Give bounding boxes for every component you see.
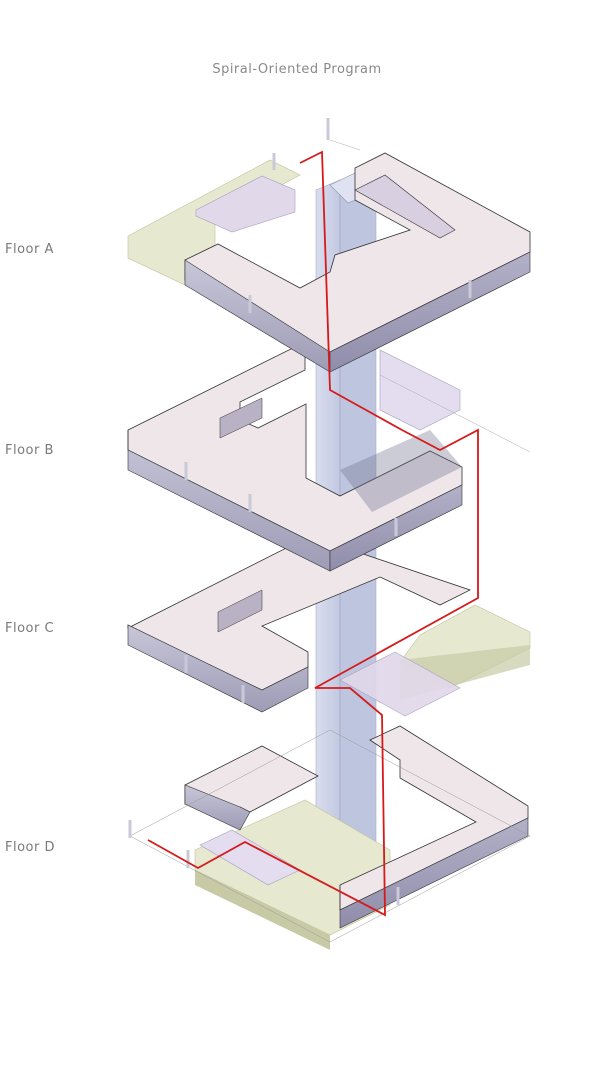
- floor-label-b: Floor B: [5, 443, 54, 458]
- floor-a-slab: [127, 118, 531, 373]
- floor-label-a: Floor A: [5, 242, 54, 257]
- floor-c-slab: [127, 535, 531, 717]
- floor-b-slab: [127, 341, 463, 572]
- diagram-title: Spiral-Oriented Program: [212, 62, 382, 77]
- floor-label-c: Floor C: [5, 621, 55, 636]
- floor-label-d: Floor D: [5, 840, 55, 855]
- circulation-path: [147, 150, 479, 917]
